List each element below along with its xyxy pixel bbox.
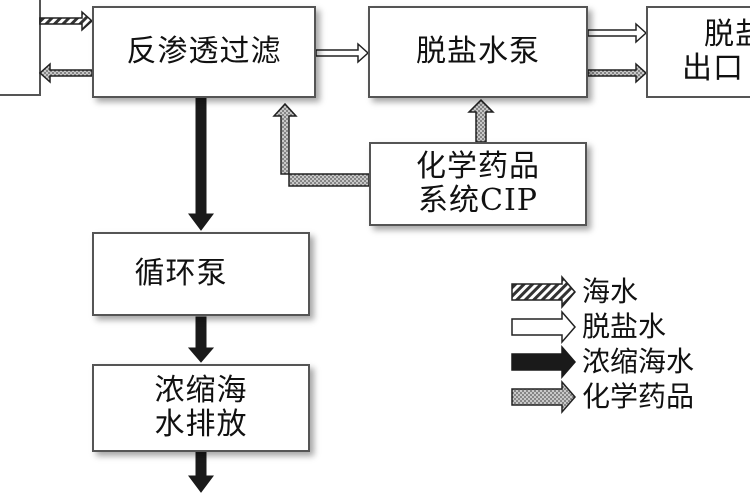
brine-out-arrow: [188, 451, 214, 493]
chemical-system-box: 化学药品 系统CIP: [369, 142, 587, 226]
legend-label-chemical: 化学药品: [582, 380, 695, 413]
desalted-outlet-arrow: [587, 22, 648, 44]
circulation-pump-box: 循环泵: [92, 232, 310, 316]
ro-filter-box: 反渗透过滤: [92, 6, 316, 98]
chemical-to-ro-arrow: [272, 102, 370, 187]
brine-discharge-box: 浓缩海 水排放: [92, 364, 310, 452]
desalted-to-pump-arrow: [315, 42, 370, 64]
desalted-outlet-label-line1: 脱盐: [704, 16, 750, 52]
legend-label-brine: 浓缩海水: [582, 345, 695, 378]
desalted-pump-box: 脱盐水泵: [368, 6, 588, 98]
legend-swatch-chemical: [511, 379, 576, 415]
chemical-to-pump-arrow: [467, 98, 495, 143]
brine-to-circulation-arrow: [188, 97, 214, 231]
legend-label-desalted: 脱盐水: [582, 310, 667, 343]
desalted-outlet-label-line2: 出口: [682, 51, 744, 86]
desalted-outlet-box: 脱盐 出口: [646, 6, 750, 98]
chemical-system-label-line2: 系统CIP: [418, 183, 538, 218]
ro-filter-label: 反渗透过滤: [126, 33, 282, 69]
brine-discharge-label-line1: 浓缩海: [154, 372, 248, 408]
seawater-inlet-arrow: [39, 10, 94, 32]
legend-label-seawater: 海水: [582, 275, 639, 308]
desalted-pump-label: 脱盐水泵: [416, 33, 540, 69]
legend-swatch-desalted: [511, 309, 576, 345]
legend-swatch-brine: [511, 344, 576, 380]
seawater-return-arrow: [38, 62, 93, 84]
brine-discharge-label-line2: 水排放: [154, 407, 248, 442]
brine-to-discharge-arrow: [187, 316, 215, 363]
left-source-box: [0, 0, 41, 96]
circulation-pump-label: 循环泵: [134, 255, 228, 291]
legend-swatch-seawater: [511, 274, 576, 310]
chemical-system-label-line1: 化学药品: [416, 148, 540, 184]
chemical-outlet-arrow: [587, 62, 648, 84]
